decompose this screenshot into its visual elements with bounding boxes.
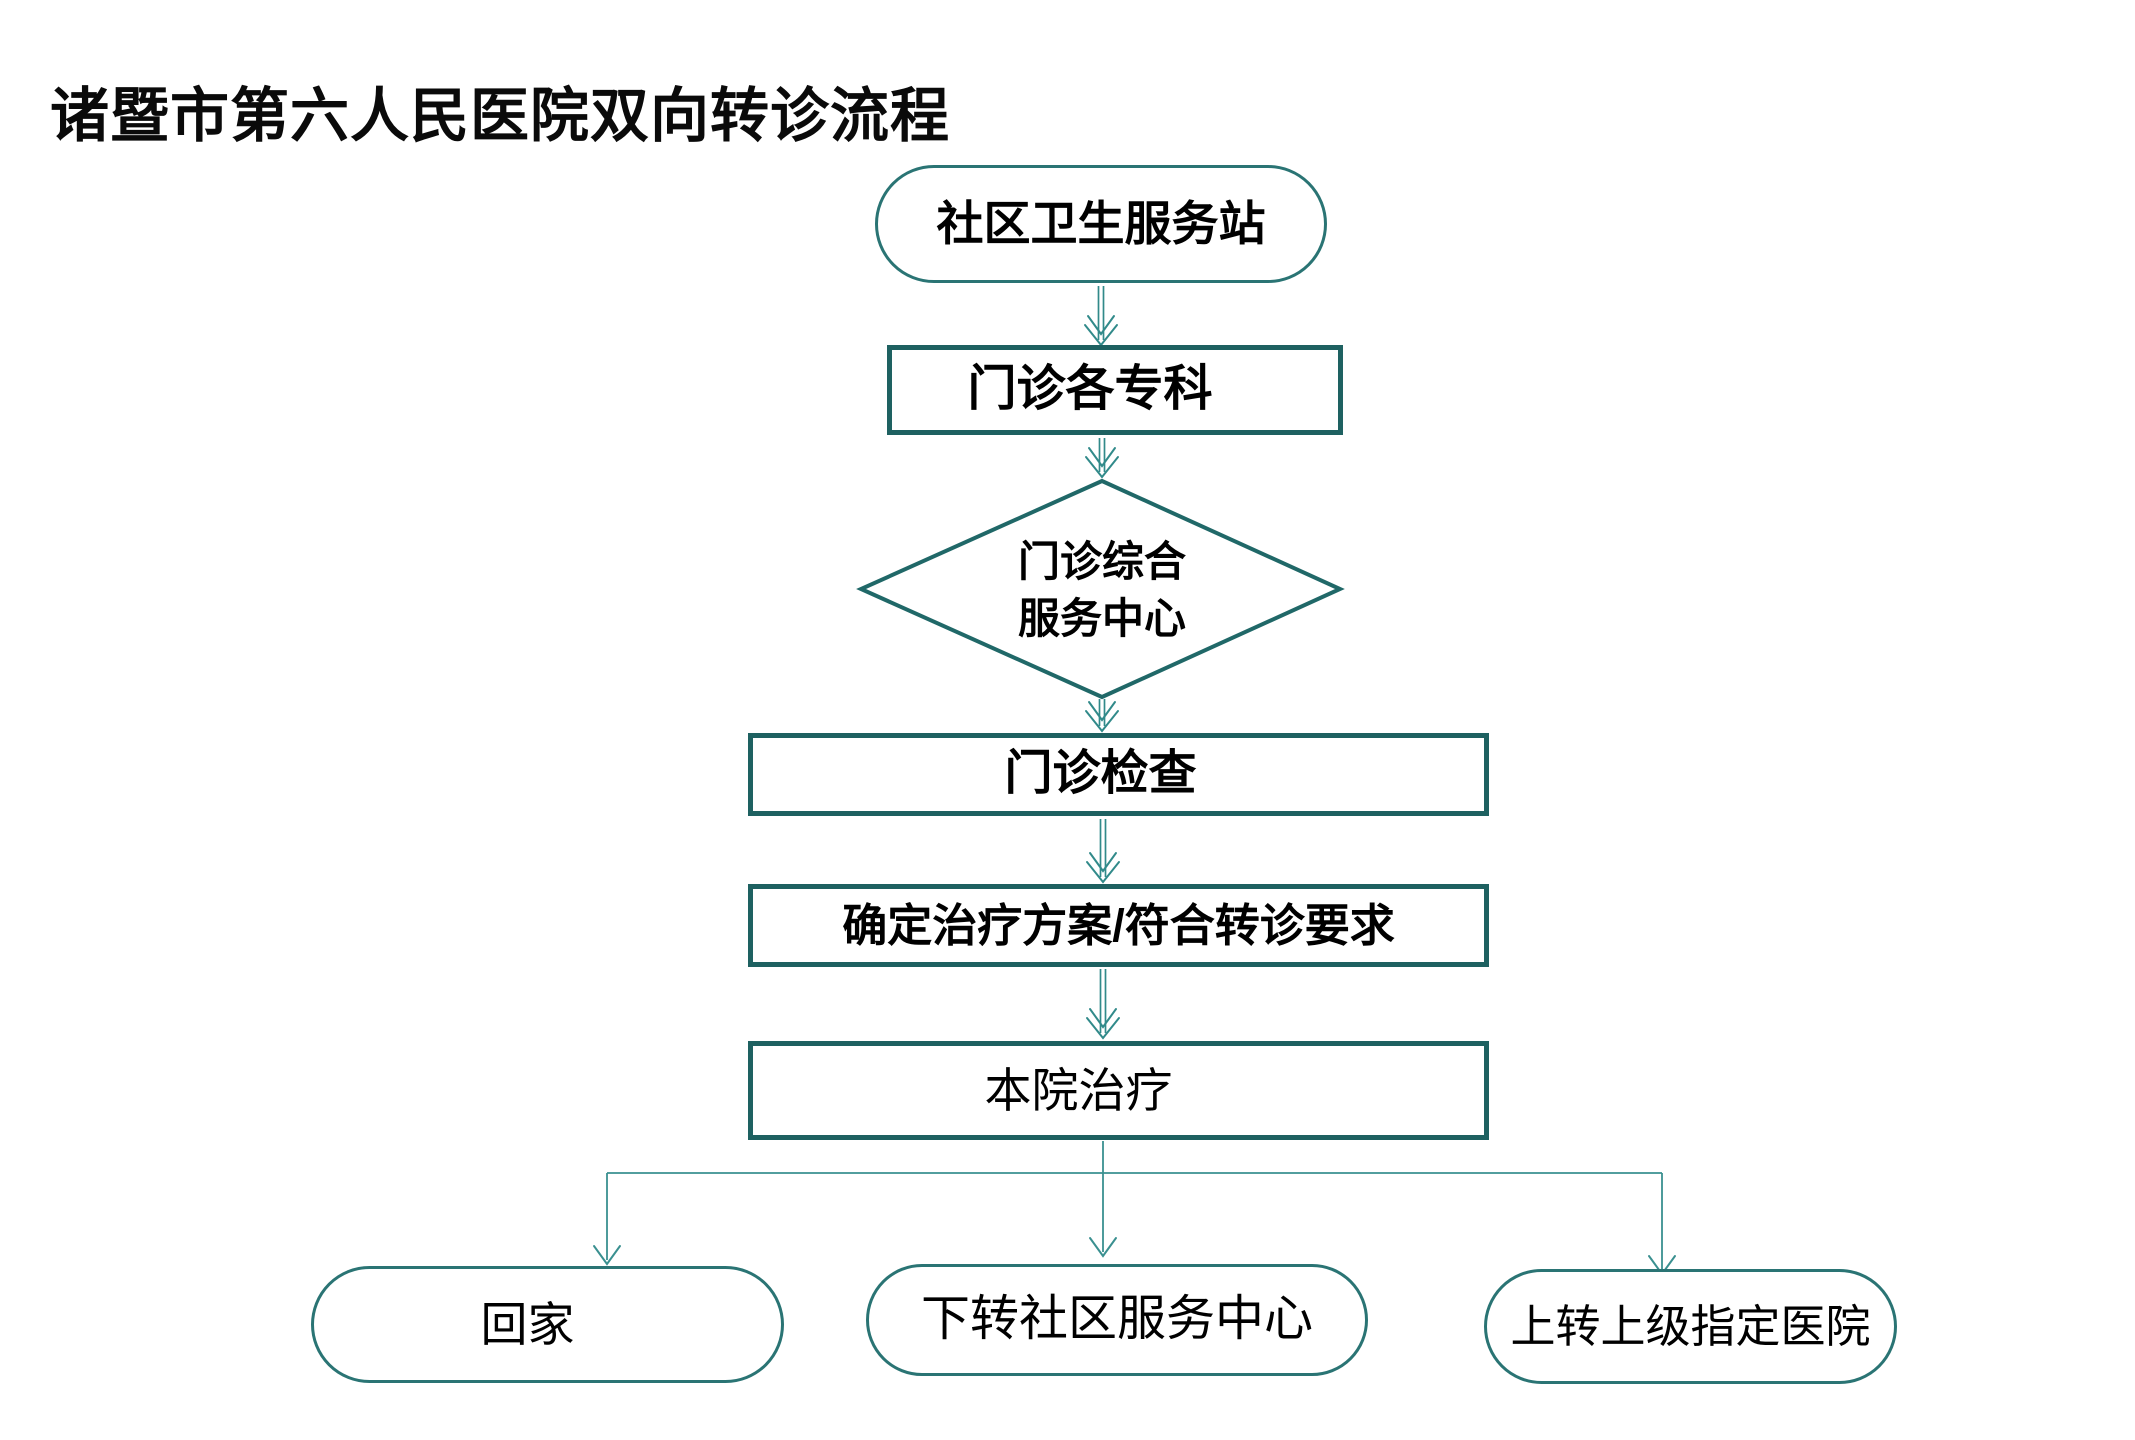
outpatient-exam-label: 门诊检查 bbox=[1004, 747, 1197, 801]
transfer-down-node: 下转社区服务中心 bbox=[866, 1264, 1368, 1376]
decision-diamond-label: 门诊综合 服务中心 bbox=[941, 520, 1263, 660]
branch-connector bbox=[607, 1141, 1662, 1174]
arrow-plan-to-treatment bbox=[1086, 969, 1120, 1040]
arrow-treatment-to-transfer-down bbox=[1089, 1173, 1117, 1258]
arrow-specialties-to-decision bbox=[1085, 438, 1119, 479]
hospital-treatment-label: 本院治疗 bbox=[984, 1063, 1173, 1117]
go-home-label: 回家 bbox=[480, 1297, 575, 1351]
page-title: 诸暨市第六人民医院双向转诊流程 bbox=[50, 83, 951, 149]
start-node: 社区卫生服务站 bbox=[875, 165, 1327, 283]
treatment-plan-label: 确定治疗方案/符合转诊要求 bbox=[842, 899, 1395, 951]
outpatient-exam-node: 门诊检查 bbox=[748, 733, 1489, 816]
decision-line1: 门诊综合 bbox=[1017, 538, 1186, 585]
decision-line2: 服务中心 bbox=[1017, 595, 1186, 642]
arrow-decision-to-exam bbox=[1085, 699, 1119, 733]
arrow-treatment-to-home bbox=[593, 1173, 621, 1266]
transfer-down-label: 下转社区服务中心 bbox=[920, 1292, 1313, 1347]
decision-diamond-shape bbox=[856, 478, 1345, 700]
outpatient-specialties-node: 门诊各专科 bbox=[887, 345, 1343, 435]
transfer-up-node: 上转上级指定医院 bbox=[1484, 1269, 1897, 1384]
go-home-node: 回家 bbox=[311, 1266, 784, 1383]
treatment-plan-node: 确定治疗方案/符合转诊要求 bbox=[748, 884, 1489, 967]
arrow-exam-to-plan bbox=[1086, 819, 1120, 884]
transfer-up-label: 上转上级指定医院 bbox=[1510, 1300, 1871, 1352]
arrow-start-to-specialties bbox=[1084, 286, 1118, 347]
arrow-treatment-to-transfer-up bbox=[1648, 1173, 1676, 1276]
start-node-label: 社区卫生服务站 bbox=[936, 197, 1266, 251]
outpatient-specialties-label: 门诊各专科 bbox=[967, 362, 1213, 417]
hospital-treatment-node: 本院治疗 bbox=[748, 1041, 1489, 1140]
